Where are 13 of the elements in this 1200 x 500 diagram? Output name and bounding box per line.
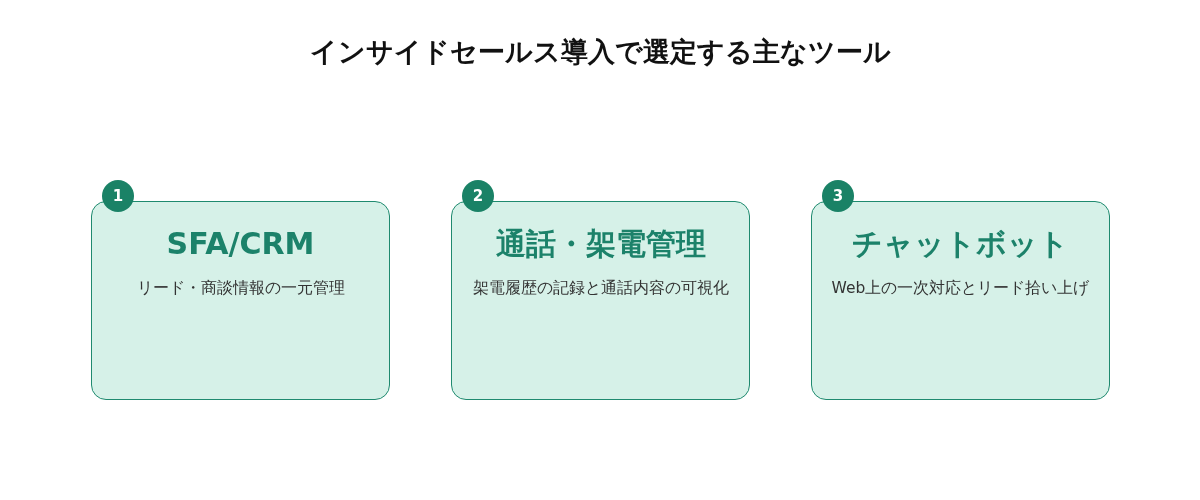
card-heading: SFA/CRM	[166, 225, 315, 263]
number-badge: 1	[102, 180, 134, 212]
card-heading: 通話・架電管理	[495, 225, 706, 263]
tool-card	[811, 201, 1110, 400]
card-description: リード・商談情報の一元管理	[136, 278, 345, 298]
tool-card	[91, 201, 390, 400]
diagram-title: インサイドセールス導入で選定する主なツール	[309, 35, 891, 69]
card-description: 架電履歴の記録と通話内容の可視化	[472, 278, 729, 298]
card-heading: チャットボット	[852, 225, 1069, 263]
tool-card	[451, 201, 750, 400]
number-badge: 3	[822, 180, 854, 212]
card-description: Web上の一次対応とリード拾い上げ	[831, 278, 1090, 298]
number-badge: 2	[462, 180, 494, 212]
